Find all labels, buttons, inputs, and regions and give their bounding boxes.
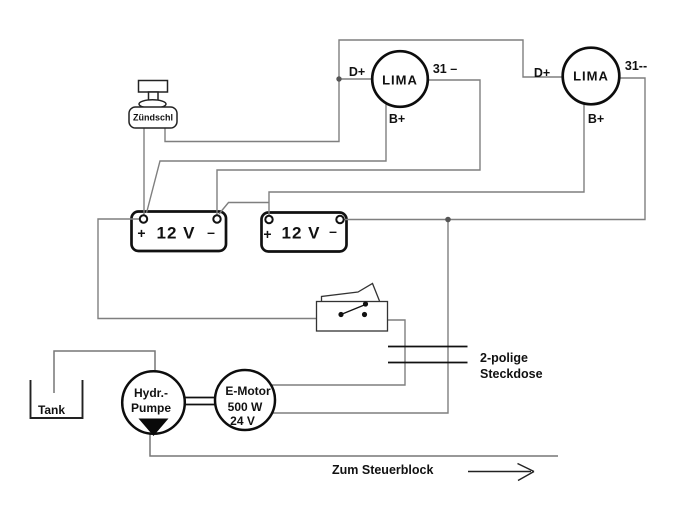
battery2-plus-terminal (264, 214, 274, 225)
alternator1-circle (370, 49, 430, 109)
alternator1-31-label: 31 – (432, 61, 458, 76)
motor-label-line3: 24 V (230, 413, 255, 428)
wire-ignition-to-dplus-bus (164, 39, 563, 143)
wire-lima1-bplus-to-battery1-plus (145, 103, 387, 214)
tank-label: Tank (37, 402, 66, 417)
socket-label-line1: 2-polige (480, 350, 528, 365)
motor-label-line1: E-Motor (225, 384, 271, 398)
alternator2-label: LIMA (573, 68, 609, 84)
alternator1-dplus-label: D+ (348, 64, 366, 79)
tank-outline (29, 380, 84, 419)
alternator1-label: LIMA (382, 72, 418, 87)
motor-label-line2: 500 W (227, 399, 263, 414)
pump-triangle-icon (138, 418, 169, 436)
pipe-tank-to-pump (53, 350, 156, 393)
battery1-body (130, 210, 228, 253)
motor-circle (213, 368, 277, 432)
wire-series-link (218, 201, 269, 215)
alternator2-dplus-label: D+ (533, 65, 551, 80)
junction-dot-battery2-minus (445, 216, 451, 223)
flow-annotation-label: Zum Steuerblock (332, 462, 434, 477)
battery1-plus-terminal (138, 214, 149, 224)
wire-battery1-plus-to-switch (97, 218, 317, 320)
switch-body (315, 300, 389, 332)
flow-arrow-head-icon (517, 462, 535, 482)
battery2-minus-terminal (335, 214, 345, 225)
pump-label-line2: Pumpe (130, 400, 172, 415)
battery1-plus-label: + (137, 225, 146, 241)
battery2-body (260, 211, 348, 253)
switch-contact-left (338, 311, 344, 318)
alternator2-31-label: 31-- (624, 58, 648, 73)
socket-label-line2: Steckdose (480, 366, 543, 381)
alternator2-circle (561, 46, 621, 106)
wire-battery2-plus-to-lima2-bplus (268, 104, 585, 216)
ignition-key-head-icon (137, 79, 169, 93)
battery2-voltage-label: 12 V (281, 223, 321, 242)
alternator2-bplus-label: B+ (587, 111, 605, 126)
switch-contact-right (361, 311, 368, 318)
switch-rocker-flap (320, 282, 381, 302)
battery1-minus-terminal (212, 214, 222, 224)
alternator1-bplus-label: B+ (388, 111, 406, 126)
battery2-plus-label: + (263, 225, 272, 242)
switch-contact-upper (362, 301, 369, 307)
battery1-minus-label: – (207, 223, 215, 240)
ignition-switch-label: Zündschl (133, 112, 173, 122)
wire-junction-to-motor-bottom (272, 219, 449, 414)
wire-switch-to-motor-top (271, 319, 406, 386)
junction-dot-dplus (336, 76, 342, 82)
switch-lever (340, 303, 366, 316)
pump-label-line1: Hydr.- (133, 385, 169, 400)
battery2-minus-label: – (329, 222, 337, 239)
wire-lima1-31-to-battery1-minus (216, 79, 481, 216)
wire-battery2-minus-to-lima2-31 (344, 77, 646, 221)
battery1-voltage-label: 12 V (156, 223, 196, 242)
pipe-pump-output (149, 433, 558, 457)
ignition-switch-box (128, 106, 178, 129)
